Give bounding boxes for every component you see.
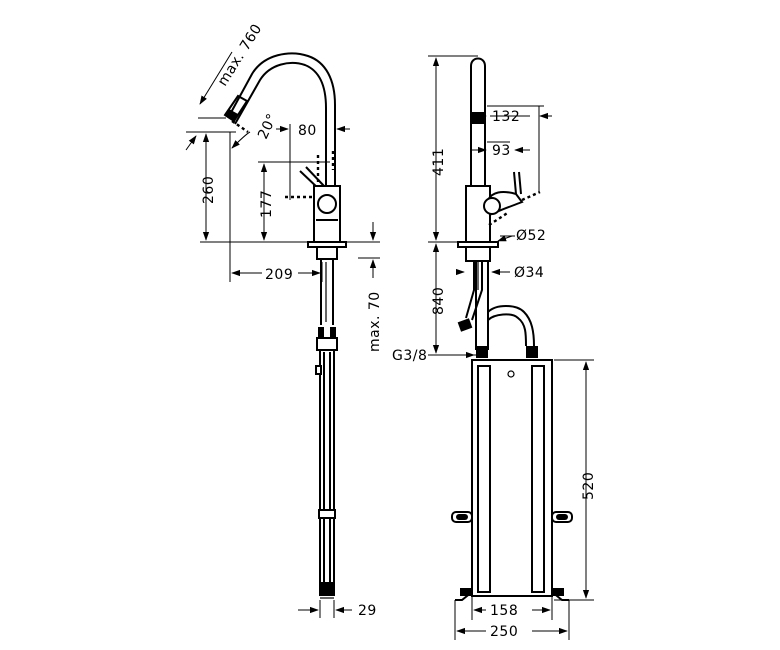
dim-158: 158 [490,603,518,619]
dim-max-760: max. 760 [215,21,266,89]
dim-260: 260 [201,176,217,204]
front-body [465,185,491,243]
front-view: 411 132 93 Ø52 Ø34 840 G3/8 520 158 [392,55,597,640]
dim-132: 132 [492,109,520,125]
dim-max-70: max. 70 [367,291,383,352]
dim-209: 209 [265,267,293,283]
dim-840: 840 [431,287,447,315]
dim-177: 177 [259,190,275,218]
dim-411: 411 [431,148,447,176]
dim-29: 29 [358,603,377,619]
dim-g3-8: G3/8 [392,348,427,364]
dim-80: 80 [298,123,317,139]
dim-dia-34: Ø34 [514,265,544,281]
spout-inner [234,61,327,185]
spout-outer [227,52,336,185]
side-view: max. 760 20° 80 260 177 209 max. 70 29 [185,21,383,619]
dim-dia-52: Ø52 [516,228,546,244]
dim-93: 93 [492,143,511,159]
dim-250: 250 [490,624,518,640]
dim-angle-20: 20° [255,111,281,142]
spout-column [470,57,486,186]
dim-520: 520 [581,472,597,500]
